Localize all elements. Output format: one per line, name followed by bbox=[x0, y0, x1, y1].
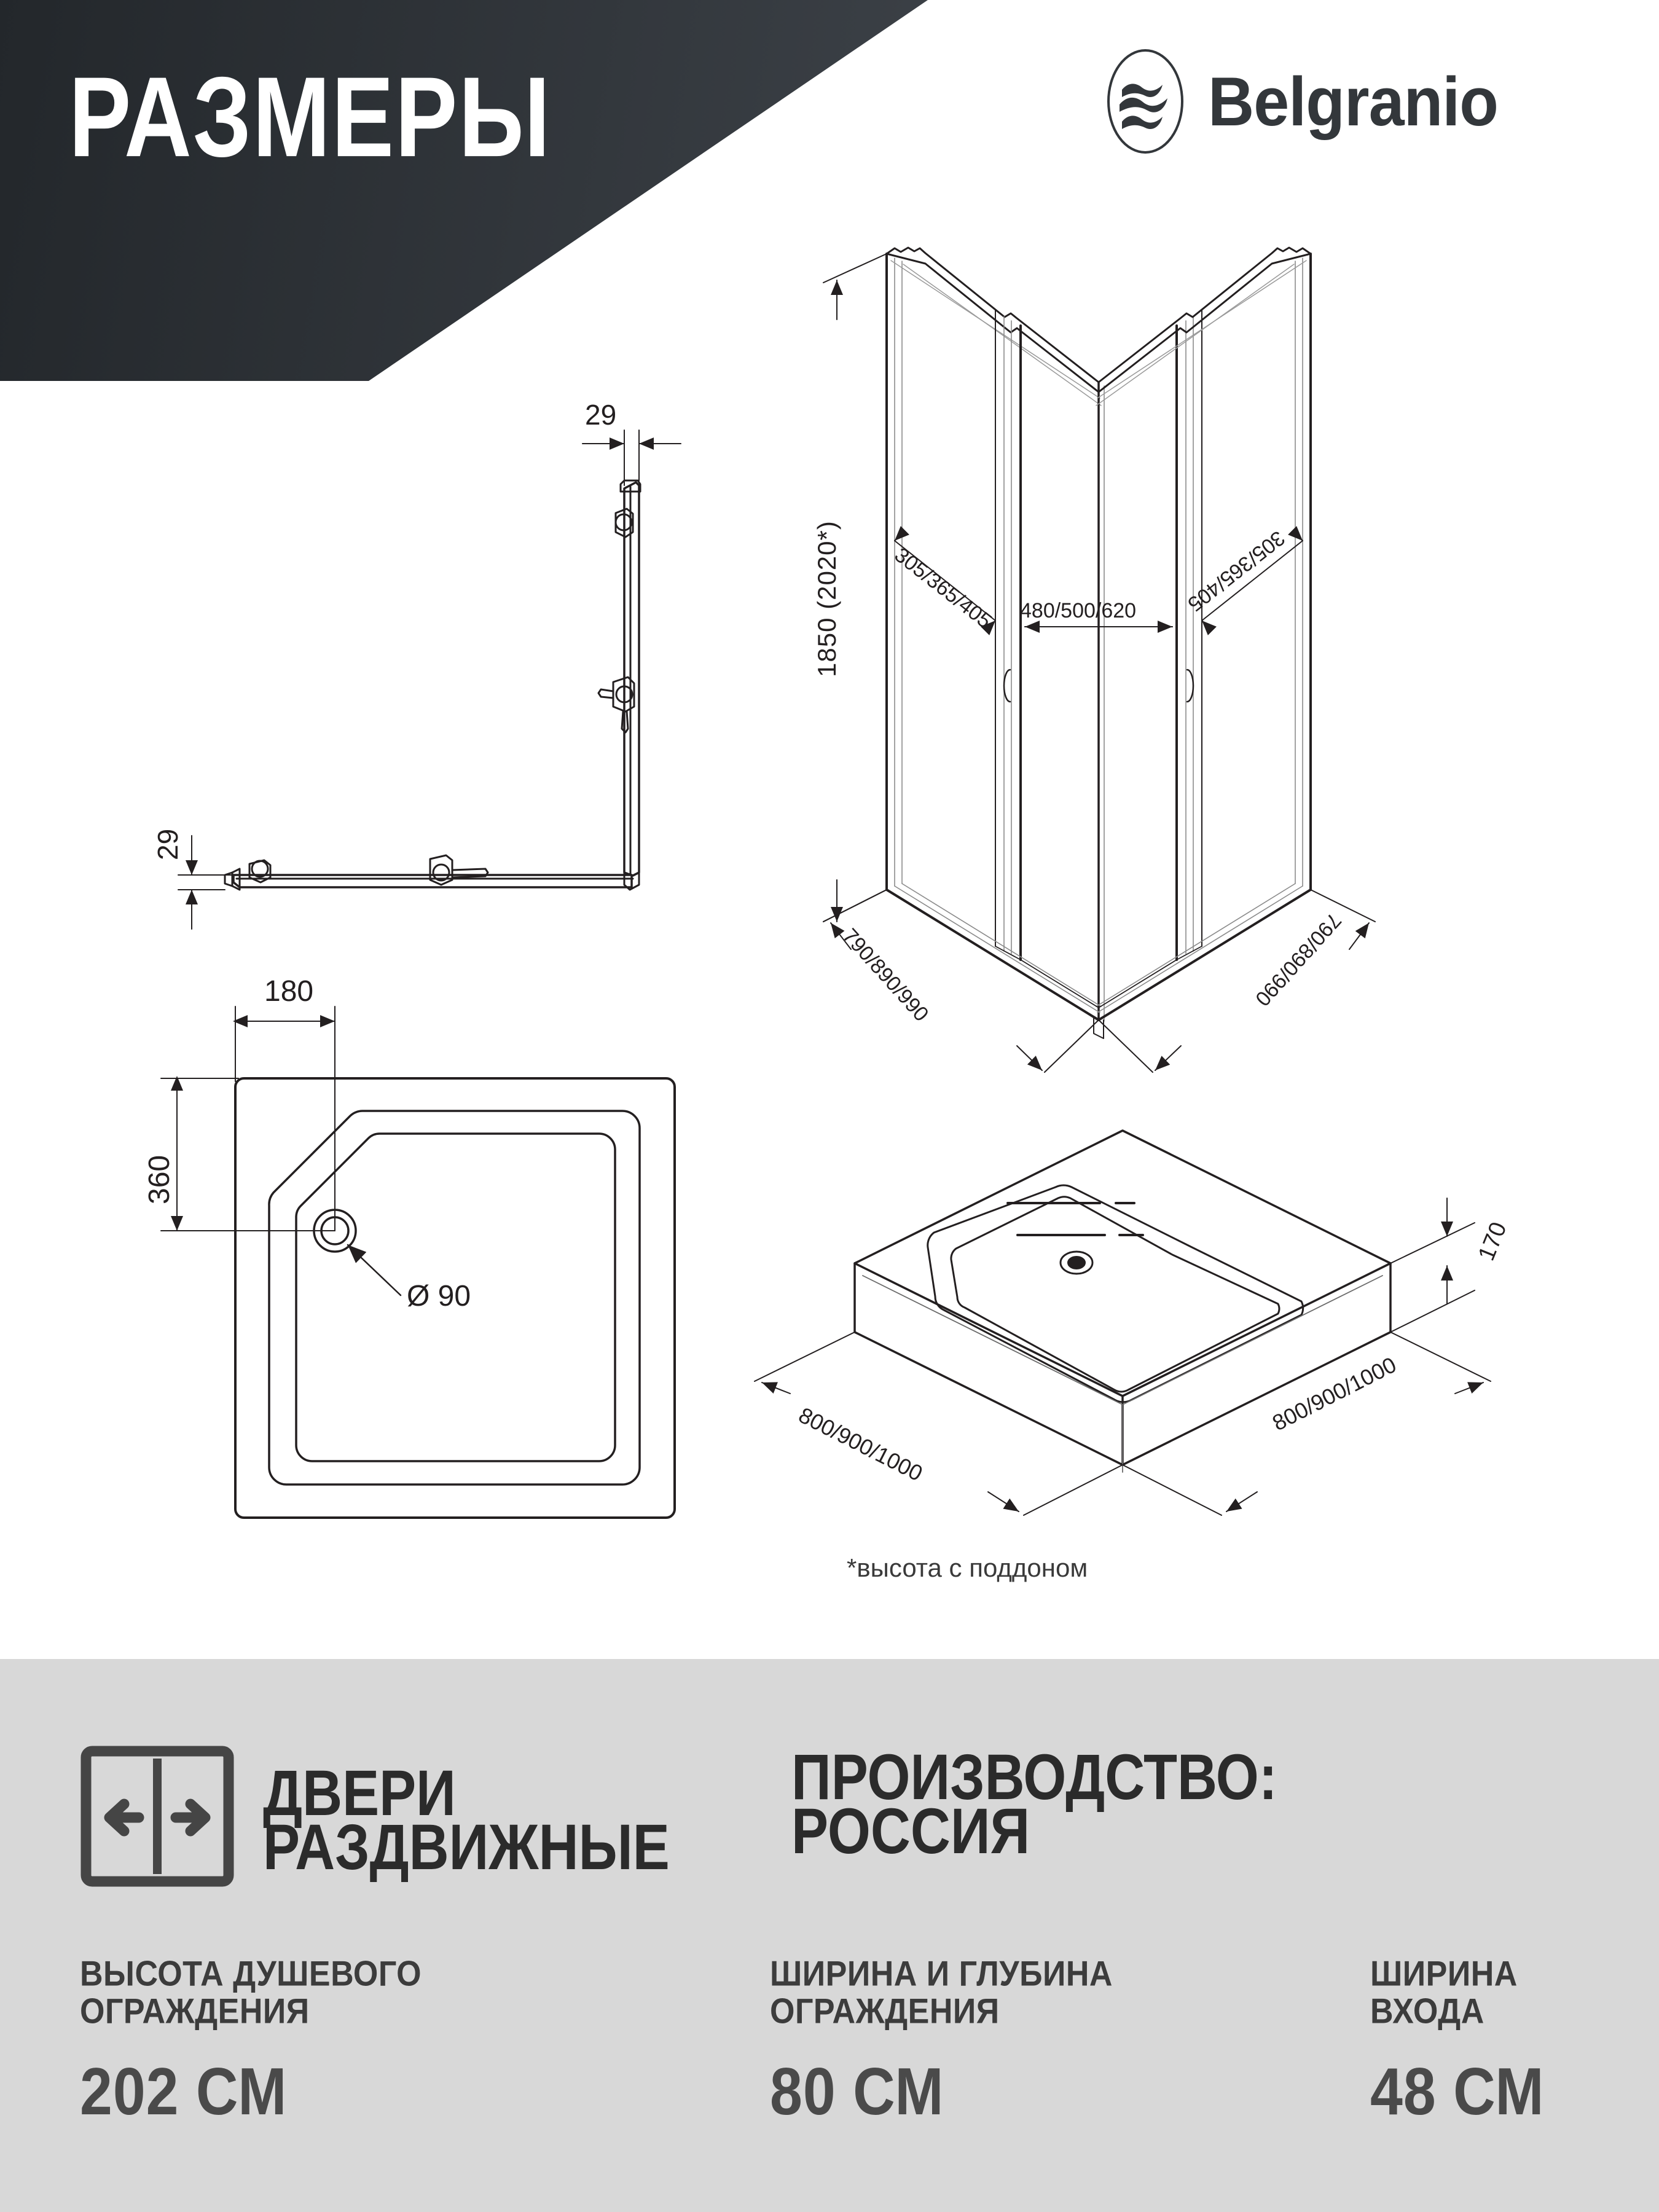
sliding-door-icon bbox=[80, 1746, 234, 1887]
feature-origin: ПРОИЗВОДСТВО: РОССИЯ bbox=[791, 1742, 1277, 1864]
tray-dim-offset-y bbox=[160, 1076, 335, 1231]
feature-row: ДВЕРИ РАЗДВИЖНЫЕ ПРОИЗВОДСТВО: РОССИЯ bbox=[0, 1696, 1659, 1892]
tray-top-view-geometry bbox=[234, 1077, 676, 1519]
drawing-footnote: *высота с поддоном bbox=[847, 1553, 1088, 1582]
footer-panel: ДВЕРИ РАЗДВИЖНЫЕ ПРОИЗВОДСТВО: РОССИЯ ВЫ… bbox=[0, 1659, 1659, 2212]
spec-label-line1: ШИРИНА bbox=[1370, 1955, 1518, 1994]
dim-enclosure-height: 1850 (2020*) bbox=[812, 520, 841, 677]
spec-row: ВЫСОТА ДУШЕВОГО ОГРАЖДЕНИЯ 202 СМ ШИРИНА… bbox=[0, 1954, 1659, 2212]
feature-sliding-doors-title: ДВЕРИ РАЗДВИЖНЫЕ bbox=[263, 1757, 670, 1880]
profile-dim-top bbox=[582, 429, 681, 486]
spec-enclosure-height: ВЫСОТА ДУШЕВОГО ОГРАЖДЕНИЯ 202 СМ bbox=[80, 1954, 422, 2125]
page-title: РАЗМЕРЫ bbox=[69, 53, 552, 181]
dim-drain-diameter: Ø 90 bbox=[407, 1280, 471, 1312]
brand-logo: Belgranio bbox=[1106, 48, 1520, 155]
dim-profile-thickness-top: 29 bbox=[585, 399, 617, 431]
dim-profile-thickness-bottom: 29 bbox=[152, 828, 184, 860]
technical-drawings: 29 29 1850 (2020*) 305/365/405 480/500/6… bbox=[143, 246, 1512, 1582]
tray-dim-offset-x bbox=[233, 1006, 335, 1231]
feature-origin-line1: ПРОИЗВОДСТВО: bbox=[791, 1742, 1277, 1814]
drawings-svg bbox=[160, 246, 1491, 1519]
feature-title-line1: ДВЕРИ bbox=[263, 1757, 456, 1829]
enclosure-dim-panel-left bbox=[894, 525, 996, 636]
spec-label-line2: ОГРАЖДЕНИЯ bbox=[80, 1992, 310, 2032]
dim-drain-offset-x: 180 bbox=[264, 975, 314, 1008]
spec-entry-width: ШИРИНА ВХОДА 48 СМ bbox=[1370, 1954, 1545, 2125]
enclosure-isometric-geometry bbox=[885, 246, 1312, 1039]
tray-isometric-geometry bbox=[853, 1129, 1392, 1473]
feature-sliding-doors: ДВЕРИ РАЗДВИЖНЫЕ bbox=[80, 1745, 670, 1888]
enclosure-dim-base-left bbox=[823, 889, 1099, 1073]
profile-view-geometry bbox=[224, 479, 641, 891]
spec-label-line1: ВЫСОТА ДУШЕВОГО bbox=[80, 1955, 422, 1994]
spec-value: 48 СМ bbox=[1370, 2054, 1545, 2129]
spec-label-line2: ОГРАЖДЕНИЯ bbox=[770, 1992, 1000, 2032]
dim-door-opening: 480/500/620 bbox=[1020, 599, 1137, 622]
tray-dim-drain-diameter bbox=[347, 1244, 402, 1296]
spec-label-line2: ВХОДА bbox=[1370, 1992, 1484, 2032]
feature-title-line2: РАЗДВИЖНЫЕ bbox=[263, 1812, 670, 1884]
dim-drain-offset-y: 360 bbox=[143, 1155, 176, 1204]
spec-enclosure-size: ШИРИНА И ГЛУБИНА ОГРАЖДЕНИЯ 80 СМ bbox=[770, 1954, 1113, 2125]
spec-value: 80 СМ bbox=[770, 2054, 944, 2129]
oval-waves-icon bbox=[1107, 49, 1183, 154]
tray-dim-width-left bbox=[754, 1332, 1123, 1516]
profile-dim-bottom bbox=[178, 835, 233, 930]
enclosure-dim-panel-right bbox=[1201, 525, 1303, 636]
spec-value: 202 СМ bbox=[80, 2054, 288, 2129]
tray-dim-width-right bbox=[1122, 1332, 1491, 1516]
spec-label-line1: ШИРИНА И ГЛУБИНА bbox=[770, 1955, 1113, 1994]
header-banner: РАЗМЕРЫ bbox=[0, 0, 1659, 381]
enclosure-dim-base-right bbox=[1098, 889, 1376, 1073]
feature-origin-line2: РОССИЯ bbox=[791, 1796, 1030, 1868]
tray-dim-height bbox=[1390, 1198, 1475, 1333]
brand-wordmark: Belgranio bbox=[1208, 63, 1499, 140]
